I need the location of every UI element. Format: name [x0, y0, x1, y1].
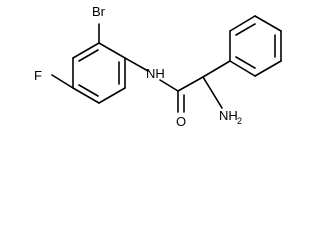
- bond: [78, 49, 99, 62]
- bond: [72, 87, 100, 104]
- bond: [229, 15, 256, 32]
- bond: [98, 42, 126, 59]
- atom-label-bromine: Br: [92, 4, 106, 19]
- atom-label-fluorine: F: [34, 68, 42, 83]
- bond: [78, 84, 99, 97]
- atom-label-amine-subscript: 2: [237, 116, 242, 126]
- bond: [98, 87, 126, 104]
- bond-calpha-n: [202, 76, 223, 109]
- bond-c-f: [51, 74, 74, 89]
- bond-calpha-ph: [202, 60, 231, 78]
- bond: [254, 15, 282, 32]
- bond: [235, 56, 256, 69]
- atom-label-amine: NH: [219, 108, 238, 123]
- atom-label-oxygen: O: [176, 114, 186, 129]
- bond-c-calpha: [177, 76, 204, 92]
- bond: [254, 60, 282, 77]
- bond: [72, 42, 100, 59]
- molecule-structure: Br F NH O NH 2: [34, 4, 282, 129]
- phenyl-ring: [229, 15, 282, 77]
- atom-label-amide-nh: NH: [146, 66, 165, 81]
- bond-c-nh: [124, 57, 149, 72]
- bond-nh-c: [159, 79, 179, 92]
- bond: [235, 23, 256, 36]
- bond: [229, 60, 256, 77]
- bromofluorophenyl-ring: [72, 42, 126, 104]
